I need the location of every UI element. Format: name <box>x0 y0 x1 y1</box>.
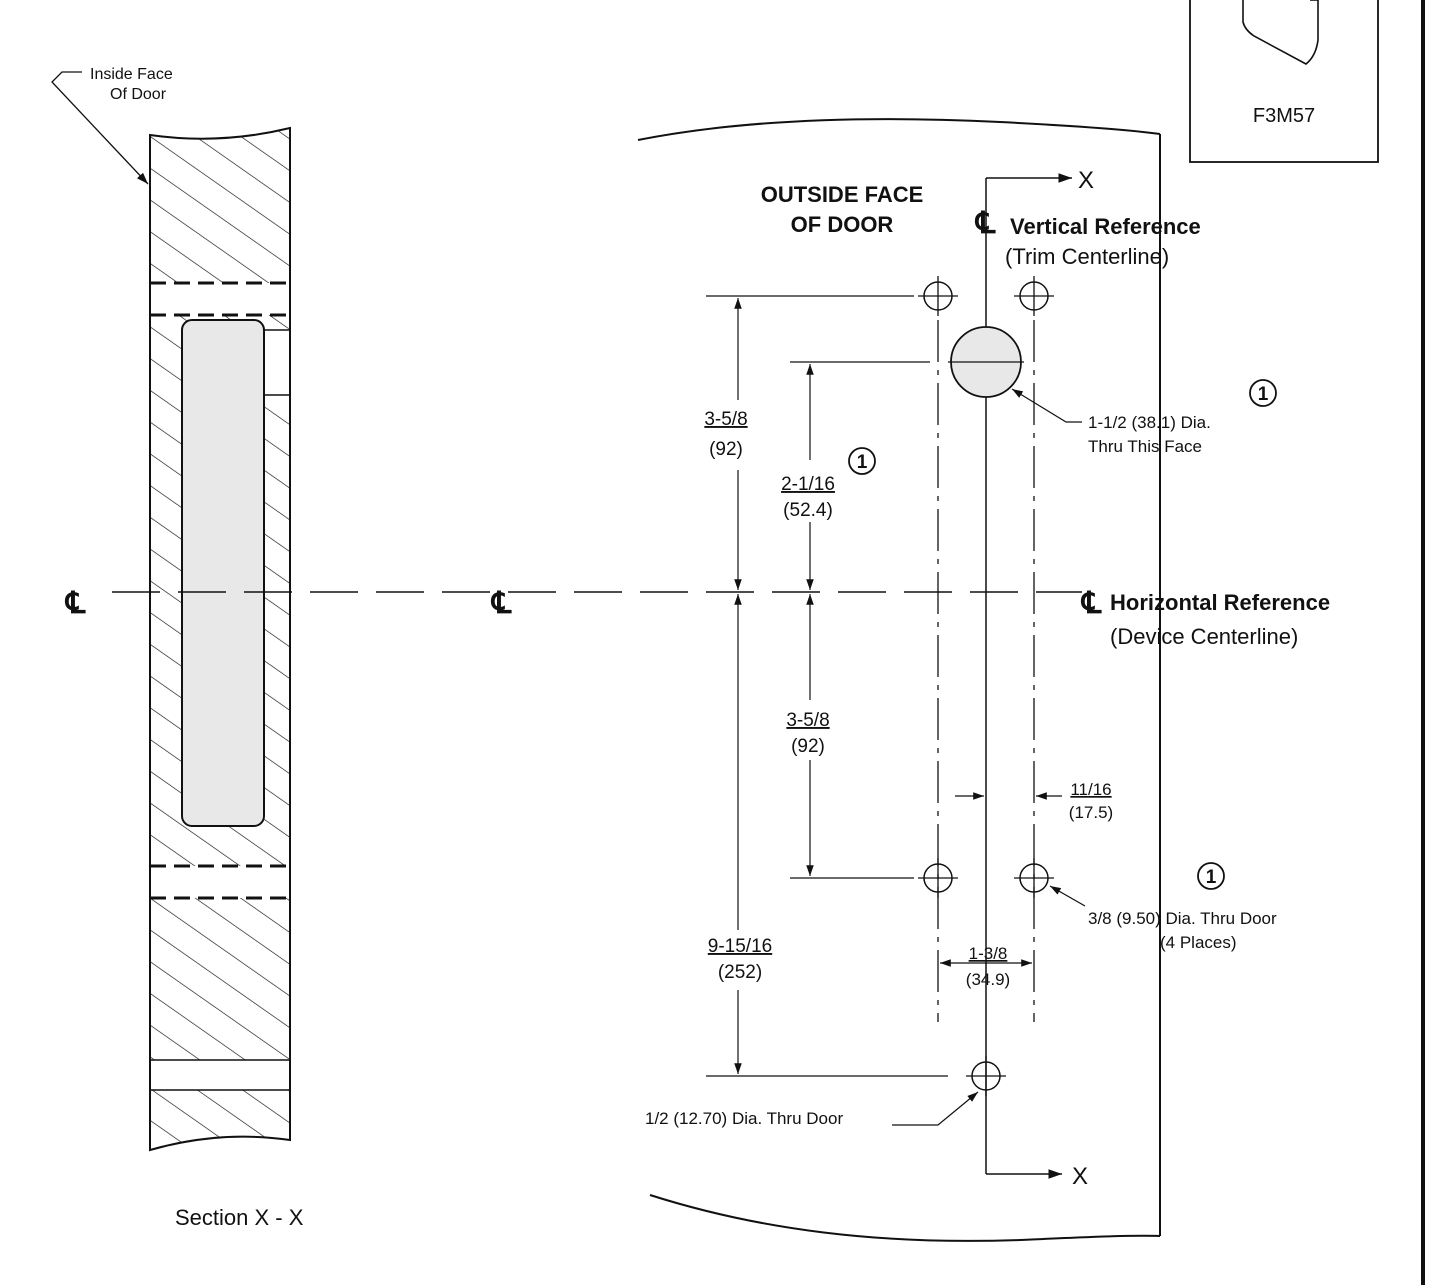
inside-face-leader <box>51 71 149 185</box>
outside-face-label: OUTSIDE FACE <box>761 182 924 207</box>
dimension-d3-fraction: 3-5/8 <box>786 710 829 731</box>
dimension-d6-mm: (34.9) <box>966 970 1010 989</box>
horizontal-reference-title: Horizontal Reference <box>1110 590 1330 615</box>
dimension-d1-mm: (92) <box>709 439 743 460</box>
note-marker: 1 <box>1197 862 1225 890</box>
large-hole <box>948 326 1024 398</box>
door-outline <box>637 118 1161 1242</box>
horizontal-reference-subtitle: (Device Centerline) <box>1110 624 1298 649</box>
title-block-code: F3M57 <box>1253 105 1315 127</box>
vertical-reference-subtitle: (Trim Centerline) <box>1005 244 1169 269</box>
bottom-hole <box>966 1056 1006 1096</box>
svg-text:1: 1 <box>1206 867 1217 888</box>
mounting-hole <box>1014 858 1054 898</box>
title-block <box>1189 0 1379 163</box>
inside-face-label: Inside Face <box>90 66 173 83</box>
callout-large-hole-2: Thru This Face <box>1088 437 1202 456</box>
section-cut-letter-bottom: X <box>1072 1163 1088 1190</box>
mounting-hole <box>918 858 958 898</box>
dimension-d5-fraction: 11/16 <box>1070 780 1111 799</box>
door-cavity <box>181 319 265 827</box>
callout-large-hole: 1-1/2 (38.1) Dia. <box>1088 413 1211 432</box>
centerline-symbol-mid: ℄ <box>490 587 512 620</box>
section-cut-letter-top: X <box>1078 167 1094 194</box>
section-caption: Section X - X <box>175 1205 304 1230</box>
svg-text:1: 1 <box>1258 384 1269 405</box>
note-marker: 1 <box>1249 379 1277 407</box>
centerline-symbol-left: ℄ <box>64 587 86 620</box>
dimension-d5-mm: (17.5) <box>1069 803 1113 822</box>
dimension-d6-fraction: 1-3/8 <box>969 944 1008 963</box>
note-marker: 1 <box>848 447 876 475</box>
door-section-view <box>149 126 291 1152</box>
outside-face-label-2: OF DOOR <box>791 212 894 237</box>
callout-leader <box>892 1091 979 1126</box>
mounting-hole <box>1014 276 1054 316</box>
dimension-d1-fraction: 3-5/8 <box>704 409 747 430</box>
mounting-hole <box>918 276 958 316</box>
svg-text:1: 1 <box>857 452 868 473</box>
dimension-d4-fraction: 9-15/16 <box>708 936 772 957</box>
callout-leader <box>1011 388 1082 423</box>
callout-small-holes-2: (4 Places) <box>1160 933 1237 952</box>
dimension-d2-mm: (52.4) <box>783 500 833 521</box>
inside-face-label-2: Of Door <box>110 86 167 103</box>
centerline-symbol-vertical: ℄ <box>974 207 996 240</box>
callout-bottom-hole: 1/2 (12.70) Dia. Thru Door <box>645 1109 843 1128</box>
callout-small-holes: 3/8 (9.50) Dia. Thru Door <box>1088 909 1277 928</box>
callout-leader <box>1049 885 1086 907</box>
centerline-symbol-right: ℄ <box>1080 587 1102 620</box>
vertical-reference-title: Vertical Reference <box>1010 214 1201 239</box>
dimension-d2-fraction: 2-1/16 <box>781 474 835 495</box>
dimension-d4-mm: (252) <box>718 962 762 983</box>
dimension-d3-mm: (92) <box>791 736 825 757</box>
